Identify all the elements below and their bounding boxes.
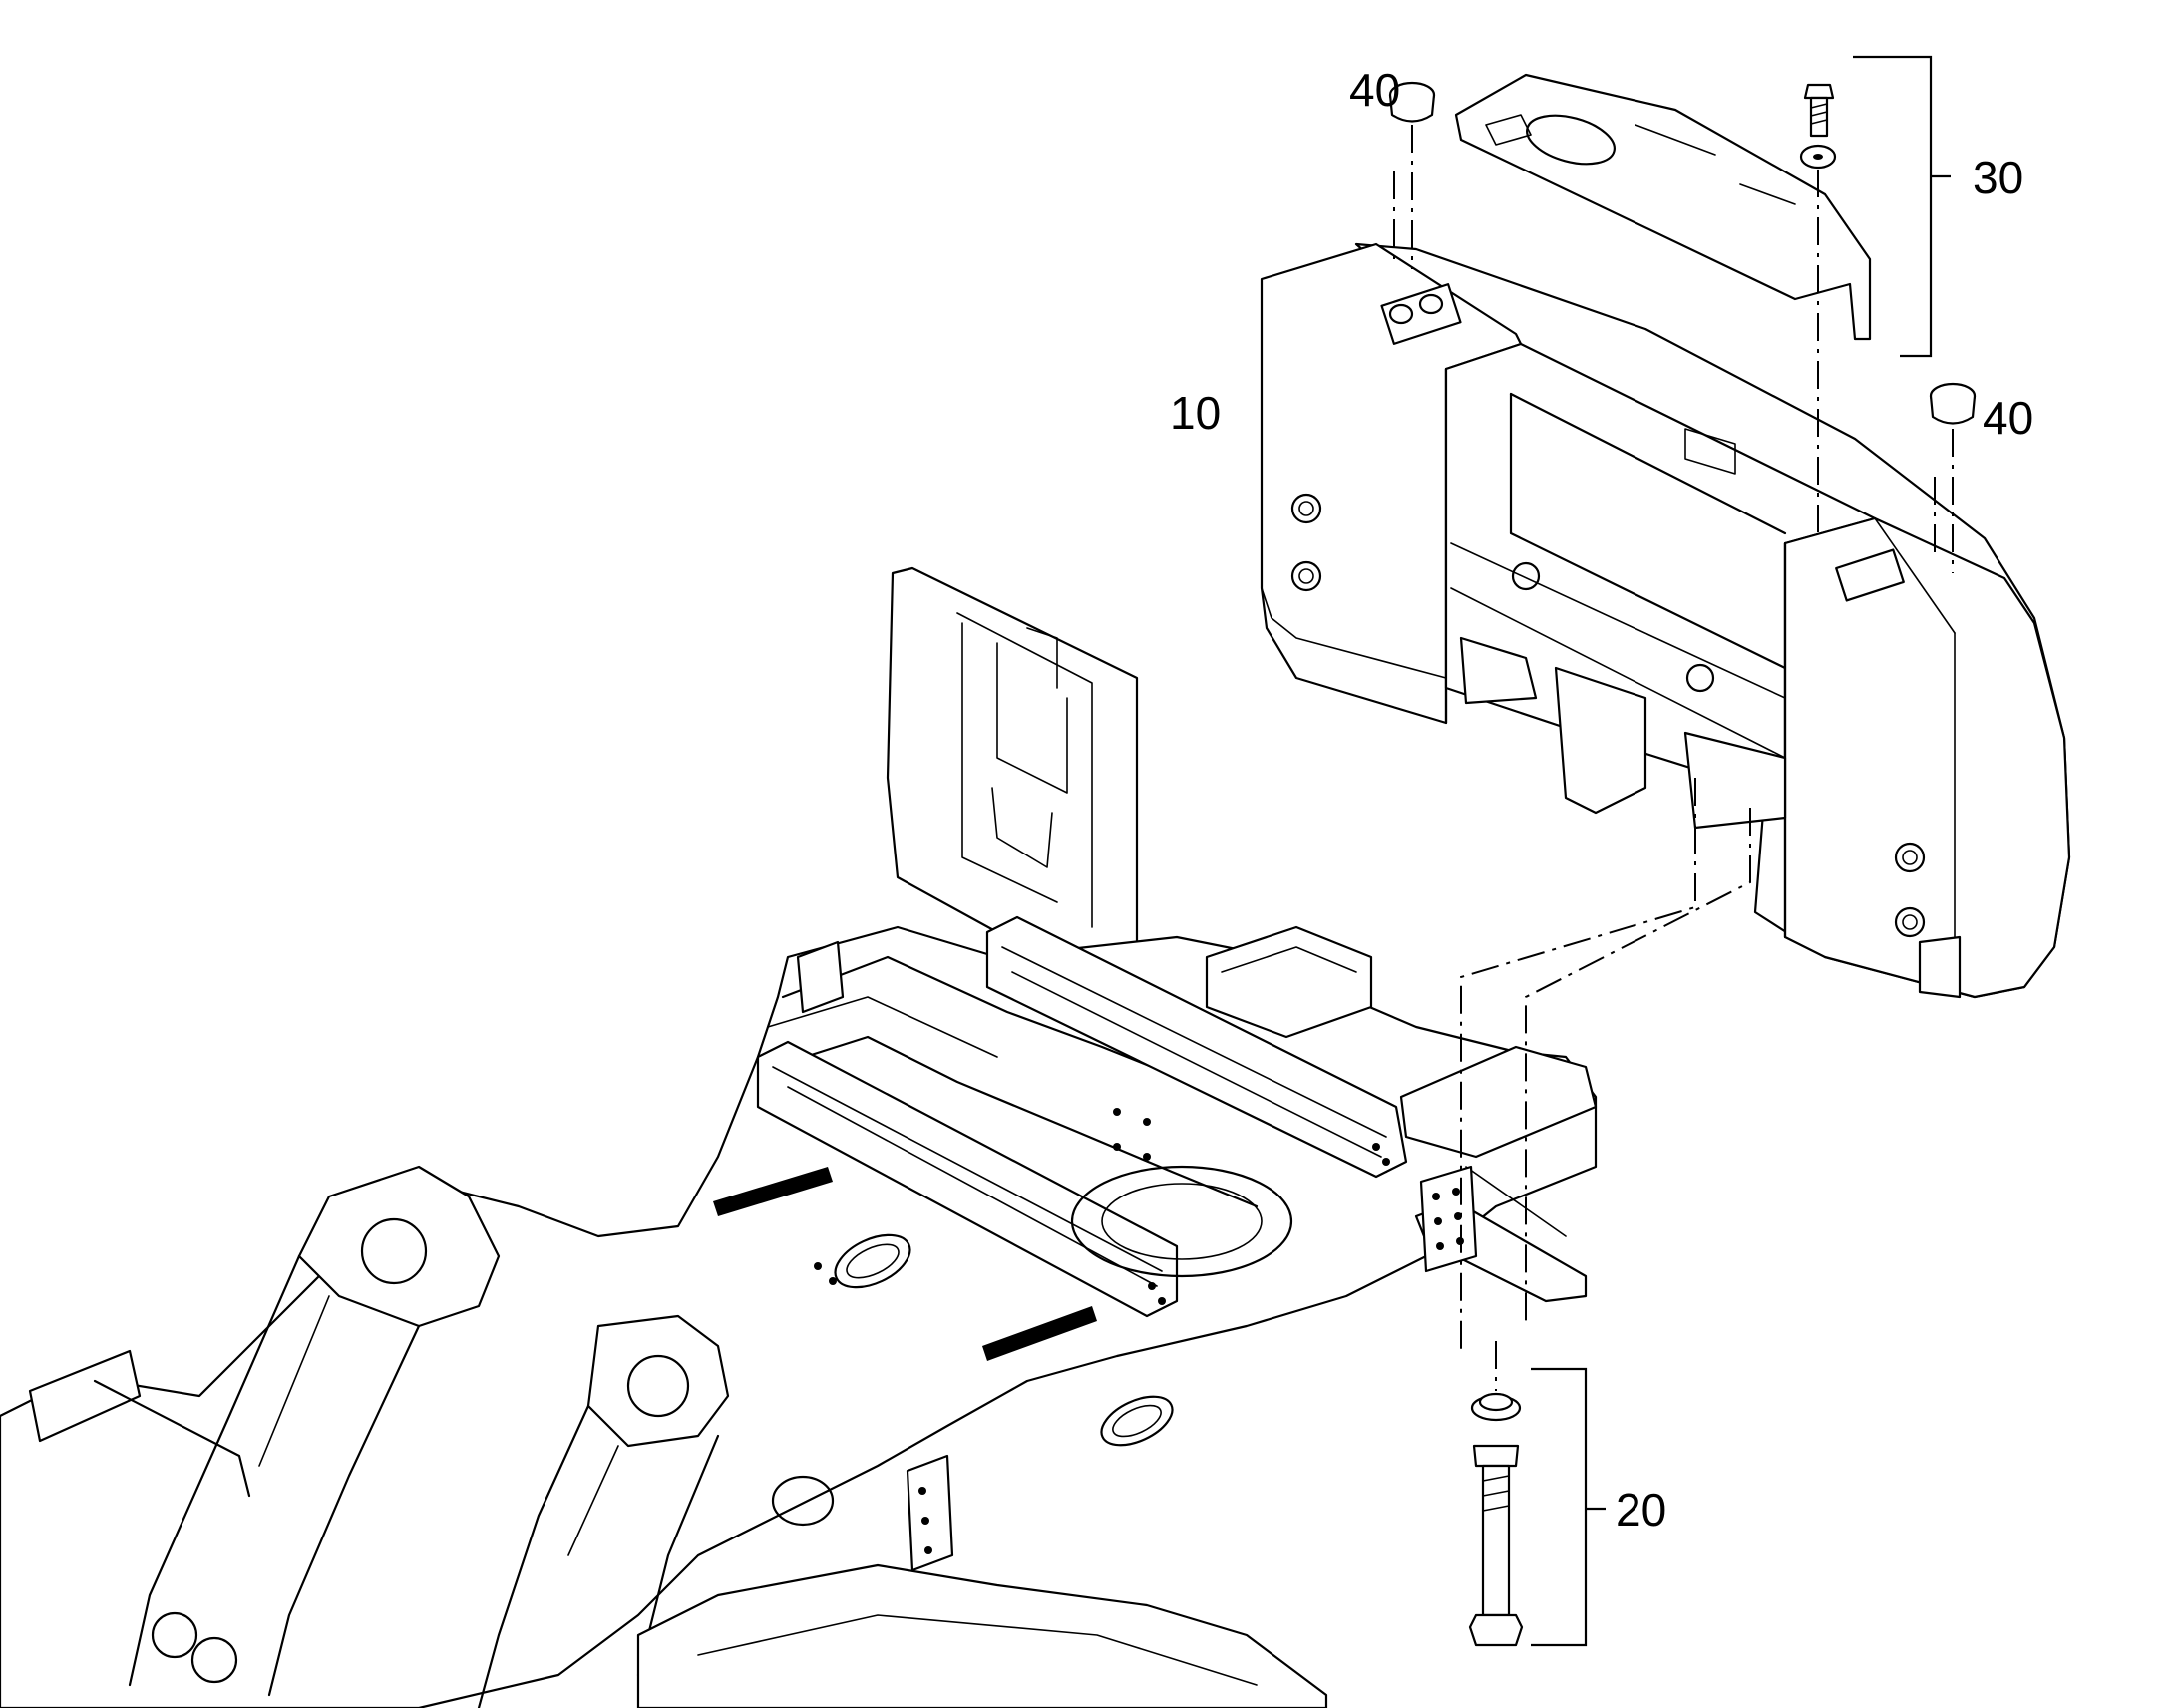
callout-40-right: 40 xyxy=(1983,392,2033,444)
callout-30: 30 xyxy=(1973,152,2023,203)
machine-frame xyxy=(0,566,1598,1708)
callout-10: 10 xyxy=(1170,387,1221,439)
top-cover xyxy=(1454,73,1872,341)
callout-20: 20 xyxy=(1616,1484,1666,1536)
counterweight xyxy=(1260,242,2071,999)
plug-left xyxy=(1388,81,1436,123)
long-bolt xyxy=(1468,1392,1524,1647)
callout-40-left: 40 xyxy=(1349,64,1400,116)
frame-bolts xyxy=(814,1108,1464,1554)
callout-brackets xyxy=(1531,55,1951,1647)
alignment-lines xyxy=(1393,125,1954,1391)
plug-right xyxy=(1929,382,1977,425)
cover-bolt xyxy=(1799,83,1837,170)
